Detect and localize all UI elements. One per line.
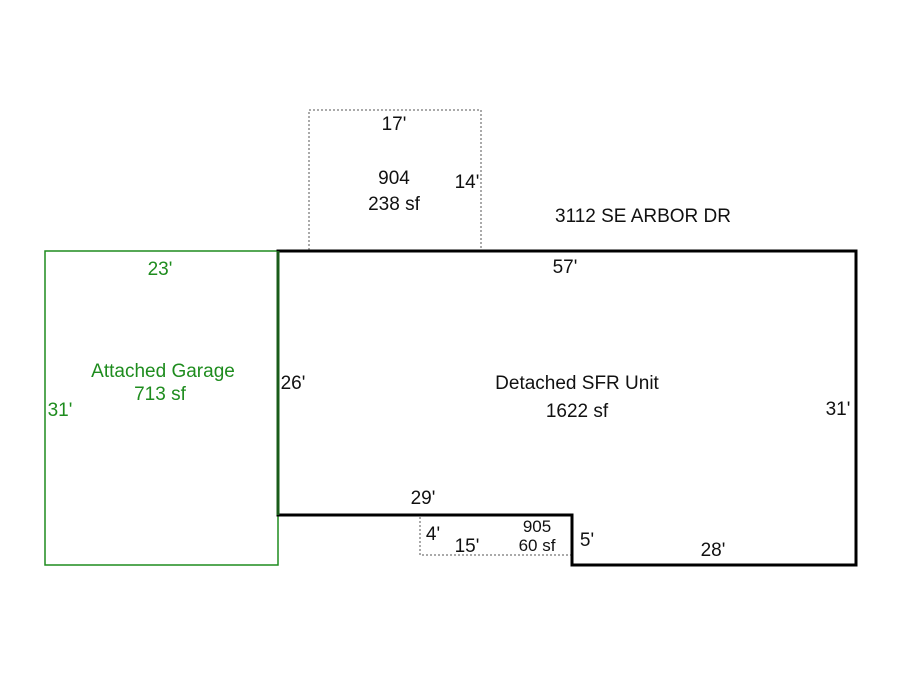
addition-905-code: 905 bbox=[523, 517, 551, 536]
property-address: 3112 SE ARBOR DR bbox=[555, 206, 731, 227]
addition-904-depth: 14' bbox=[455, 172, 480, 193]
addition-904-area: 238 sf bbox=[368, 194, 420, 215]
addition-904-code: 904 bbox=[378, 168, 410, 189]
main-top-dimension: 57' bbox=[553, 257, 578, 278]
main-bottom-right-dimension: 28' bbox=[701, 540, 726, 561]
addition-904-width: 17' bbox=[382, 114, 407, 135]
addition-905-width: 15' bbox=[455, 536, 480, 557]
main-left-dimension: 26' bbox=[281, 373, 306, 394]
main-unit-area: 1622 sf bbox=[546, 401, 609, 422]
main-right-dimension: 31' bbox=[826, 399, 851, 420]
main-bottom-left-dimension: 29' bbox=[411, 488, 436, 509]
garage-depth: 31' bbox=[48, 400, 73, 421]
garage-area: 713 sf bbox=[134, 384, 186, 405]
main-unit-name: Detached SFR Unit bbox=[495, 373, 659, 394]
garage-name: Attached Garage bbox=[91, 361, 235, 382]
garage-width: 23' bbox=[148, 259, 173, 280]
main-step-dimension: 5' bbox=[580, 530, 594, 551]
garage-outline bbox=[44, 250, 279, 566]
addition-905-depth: 4' bbox=[426, 524, 440, 545]
addition-905-area: 60 sf bbox=[519, 536, 556, 555]
